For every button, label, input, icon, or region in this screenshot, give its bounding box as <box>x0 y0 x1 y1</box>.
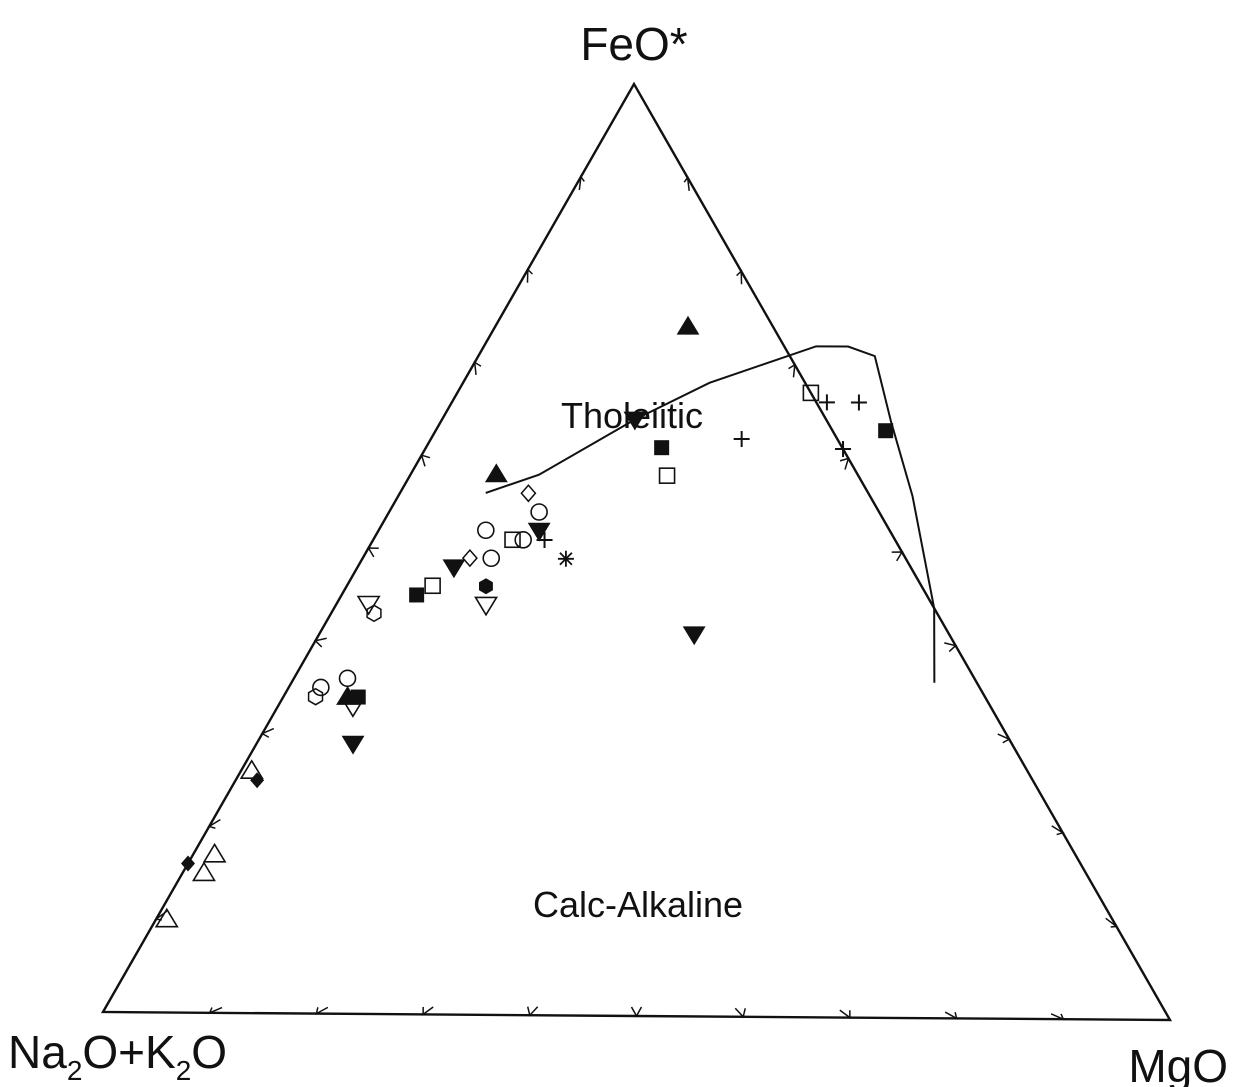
data-point-open-circle <box>312 678 330 697</box>
data-point-plus <box>733 430 750 447</box>
data-point-open-circle <box>482 549 501 568</box>
data-point-plus <box>818 394 835 411</box>
field-label-tholeiitic: Tholeiitic <box>561 395 703 436</box>
data-point-filled-triangle-down <box>442 559 466 579</box>
data-point-open-square <box>802 384 820 402</box>
data-point-open-triangle-up <box>202 842 227 863</box>
tick-mark-base <box>630 1006 643 1018</box>
data-point-filled-triangle-down <box>527 522 551 542</box>
data-point-open-hexagon <box>366 604 382 623</box>
data-point-filled-hexagon <box>479 578 493 595</box>
vertex-label-feo: FeO* <box>580 18 687 70</box>
vertex-label-mgo: MgO <box>1128 1040 1228 1087</box>
data-point-open-triangle-up <box>239 759 264 780</box>
vertex-label-alkalis-subscript: 2 <box>176 1055 192 1086</box>
tick-mark-left-side <box>473 360 482 375</box>
tick-mark-right-side <box>839 457 850 470</box>
tick-mark-right-side <box>944 642 958 653</box>
data-point-filled-triangle-up <box>484 463 508 483</box>
tick-mark-left-side <box>313 637 327 648</box>
tick-mark-base <box>526 1006 539 1017</box>
tick-mark-right-side <box>891 551 904 562</box>
vertex-label-alkalis-part: Na <box>8 1026 67 1078</box>
tick-mark-left-side <box>207 818 221 829</box>
tick-mark-left-side <box>526 267 533 283</box>
data-point-open-triangle-down <box>474 596 499 617</box>
data-points <box>154 315 894 928</box>
data-point-open-diamond <box>461 548 478 568</box>
field-label-calc-alkaline: Calc-Alkaline <box>533 884 743 925</box>
data-point-filled-square <box>878 423 894 439</box>
data-point-open-circle <box>514 531 532 549</box>
tick-mark-base <box>1050 1013 1065 1021</box>
tick-marks <box>154 174 1119 1021</box>
data-point-filled-square <box>654 440 670 456</box>
data-point-open-square <box>658 467 676 484</box>
data-point-plus <box>850 394 867 411</box>
data-point-open-square <box>424 577 441 595</box>
tick-mark-right-side <box>736 269 743 285</box>
data-point-open-circle <box>530 503 548 521</box>
tick-mark-right-side <box>997 733 1011 744</box>
data-point-open-triangle-up <box>191 861 216 882</box>
data-point-open-circle <box>338 669 357 688</box>
tick-mark-base <box>839 1009 851 1020</box>
data-point-filled-triangle-down <box>623 411 647 431</box>
data-point-open-hexagon <box>307 687 324 706</box>
tick-mark-base <box>208 1006 223 1015</box>
vertex-label-alkalis-part: O+K <box>82 1026 176 1078</box>
vertex-label-alkalis-part: O <box>191 1026 227 1078</box>
data-point-filled-diamond <box>250 772 265 789</box>
tick-mark-base <box>422 1006 434 1016</box>
tick-mark-base <box>734 1007 746 1019</box>
vertex-label-alkalis: Na2O+K2O <box>8 1026 227 1086</box>
tick-mark-right-side <box>788 363 796 378</box>
vertex-label-alkalis-subscript: 2 <box>67 1055 83 1086</box>
data-point-filled-square <box>350 689 366 705</box>
tick-mark-right-side <box>1051 825 1065 836</box>
tick-mark-left-side <box>420 454 431 467</box>
data-point-plus <box>536 532 553 548</box>
tick-mark-base <box>315 1006 329 1016</box>
tholeiitic-calc-alkaline-boundary <box>485 345 936 683</box>
data-point-open-triangle-down <box>340 698 365 718</box>
data-point-filled-triangle-up <box>676 315 700 335</box>
tick-mark-left-side <box>578 174 585 191</box>
tick-mark-right-side <box>1105 917 1119 928</box>
tick-mark-right-side <box>683 175 690 191</box>
tick-mark-left-side <box>260 727 275 738</box>
data-point-filled-triangle-down <box>682 626 706 646</box>
data-point-filled-triangle-down <box>341 735 365 755</box>
tick-mark-base <box>944 1011 958 1020</box>
data-point-open-square <box>504 531 521 549</box>
data-point-open-triangle-up <box>154 907 179 928</box>
data-point-plus <box>835 441 852 458</box>
data-point-star <box>557 550 574 567</box>
data-point-open-diamond <box>520 484 537 503</box>
data-point-open-circle <box>477 521 495 540</box>
data-point-filled-diamond <box>181 855 195 872</box>
data-point-filled-square <box>409 587 425 603</box>
tick-mark-left-side <box>367 547 379 558</box>
